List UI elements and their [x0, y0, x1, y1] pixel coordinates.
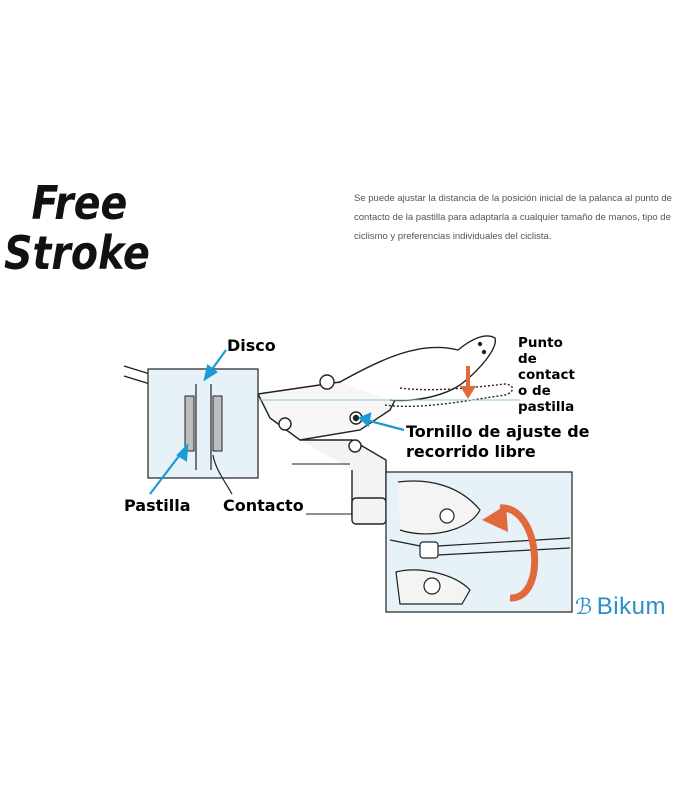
- title-line-2: Stroke: [4, 226, 150, 280]
- arrow-tornillo: [365, 418, 405, 432]
- arrow-pastilla: [149, 451, 183, 495]
- rotation-arrow-icon: [499, 504, 539, 602]
- callout-arrows: [149, 349, 405, 495]
- label-tornillo-line-2: recorrido libre: [406, 442, 536, 461]
- down-arrow-icon: [460, 386, 476, 399]
- arrow-punto-contacto: [460, 366, 476, 399]
- description-text: Se puede ajustar la distancia de la posi…: [354, 193, 672, 242]
- arrow-disco-head-icon: [203, 364, 218, 382]
- screw-zoom-inset: [385, 471, 573, 613]
- rotation-arrowhead-icon: [482, 505, 508, 532]
- arrow-pastilla-head-icon: [176, 443, 189, 462]
- arrow-tornillo-head-icon: [357, 412, 372, 428]
- label-punto-contacto: Punto de contact o de pastilla: [518, 335, 575, 415]
- disc-pad-panel: [147, 368, 259, 479]
- lever-assembly: [123, 335, 514, 525]
- leader-contacto: [212, 454, 233, 495]
- b-swoosh-icon: ℬ: [575, 594, 593, 619]
- logo-text: Bikum: [596, 593, 666, 620]
- label-tornillo-line-1: Tornillo de ajuste de: [406, 422, 590, 441]
- page-title: Free Stroke: [4, 178, 150, 278]
- label-disco: Disco: [227, 336, 276, 355]
- label-contacto: Contacto: [223, 496, 304, 515]
- label-pastilla: Pastilla: [124, 496, 191, 515]
- label-tornillo: Tornillo de ajuste de recorrido libre: [406, 422, 590, 462]
- title-line-1: Free: [31, 176, 128, 230]
